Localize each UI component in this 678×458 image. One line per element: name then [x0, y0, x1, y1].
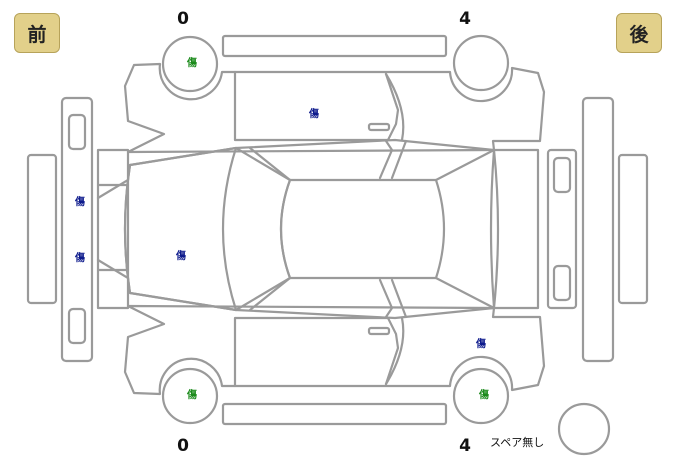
wheel-front-left[interactable]	[163, 37, 217, 91]
front-bumper[interactable]	[62, 98, 92, 361]
tire-depth-front-bottom: 0	[177, 436, 189, 456]
rear-left-taillight[interactable]	[554, 158, 570, 192]
damage-front-left-wheel[interactable]: 傷	[187, 58, 197, 69]
spare-tire[interactable]	[559, 404, 609, 454]
wheel-rear-right[interactable]	[454, 369, 508, 423]
front-bumper-outer[interactable]	[28, 155, 56, 303]
rear-bumper-outer[interactable]	[619, 155, 647, 303]
left-skirt-bar[interactable]	[223, 36, 446, 56]
roof[interactable]	[281, 180, 444, 278]
tire-depth-rear-bottom: 4	[459, 436, 471, 456]
rear-trunk-lid[interactable]	[548, 150, 576, 308]
right-skirt-bar[interactable]	[223, 404, 446, 424]
front-right-headlight[interactable]	[69, 309, 85, 343]
front-grille[interactable]	[98, 150, 128, 308]
tire-depth-rear-top: 4	[459, 9, 471, 29]
spare-tire-label: スペア無し	[490, 436, 545, 449]
wheel-rear-left[interactable]	[454, 36, 508, 90]
front-left-headlight[interactable]	[69, 115, 85, 149]
right-side-body[interactable]	[125, 306, 544, 394]
damage-rear-right-wheel[interactable]: 傷	[479, 390, 489, 401]
hood[interactable]	[125, 148, 236, 310]
rear-bumper[interactable]	[583, 98, 613, 361]
right-door-handle[interactable]	[369, 328, 389, 334]
damage-left-front-door[interactable]: 傷	[309, 109, 319, 120]
rear-right-taillight[interactable]	[554, 266, 570, 300]
damage-front-bumper-lower[interactable]: 傷	[75, 253, 85, 264]
left-front-door[interactable]	[235, 72, 398, 140]
left-door-handle[interactable]	[369, 124, 389, 130]
wheel-front-right[interactable]	[163, 369, 217, 423]
damage-front-bumper-upper[interactable]: 傷	[75, 197, 85, 208]
right-front-door[interactable]	[235, 318, 398, 386]
front-label-badge: 前	[14, 13, 60, 53]
damage-front-right-wheel[interactable]: 傷	[187, 390, 197, 401]
rear-window[interactable]	[436, 150, 494, 308]
tire-depth-front-top: 0	[177, 9, 189, 29]
top-body-outline[interactable]	[125, 140, 538, 318]
rear-label-badge: 後	[616, 13, 662, 53]
damage-hood[interactable]: 傷	[176, 251, 186, 262]
damage-right-rear-quarter[interactable]: 傷	[476, 339, 486, 350]
left-side-body[interactable]	[125, 64, 544, 152]
